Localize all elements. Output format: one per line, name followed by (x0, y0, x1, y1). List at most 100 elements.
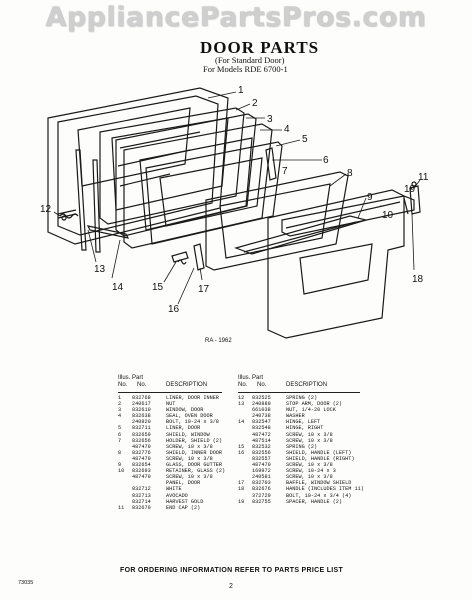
illus-number: 17 (238, 480, 245, 487)
part-number: 832713 (132, 492, 151, 499)
header-illus: Illus. (118, 375, 131, 381)
callout-1: 1 (238, 85, 244, 96)
header-no: No. (118, 382, 128, 388)
callout-7: 7 (282, 166, 288, 177)
callout-9: 9 (367, 192, 373, 203)
door-seal (115, 113, 257, 237)
callout-10: 10 (382, 210, 394, 221)
part-description: SPACER, HANDLE (2) (286, 498, 343, 505)
callout-3: 3 (267, 114, 273, 125)
page-number: 2 (229, 583, 233, 590)
part-number: 832556 (252, 449, 271, 456)
part-number: 169972 (252, 468, 271, 475)
illus-number: 9 (118, 462, 122, 469)
part-number: 832703 (252, 480, 271, 487)
part-number: 240738 (252, 413, 271, 420)
leader-lines (53, 91, 421, 305)
part-description: WASHER (286, 413, 305, 420)
callout-16: 16 (168, 304, 180, 315)
header-description: DESCRIPTION (166, 382, 208, 388)
part-description: HINGE, RIGHT (286, 425, 324, 432)
diagram-reference: RA - 1962 (205, 338, 232, 344)
callout-14: 14 (112, 282, 124, 293)
part-description: HOLDER, SHIELD (2) (166, 437, 223, 444)
part-description: BOLT, 10-24 x 3/8 (166, 419, 219, 426)
illus-number: 15 (238, 443, 245, 450)
part-description: WHITE (166, 486, 182, 493)
part-number: 832755 (252, 498, 271, 505)
part-number: 240889 (252, 401, 271, 408)
header-no2: No. (257, 382, 267, 388)
part-description: SHIELD, WINDOW (166, 431, 210, 438)
right-header-rule (238, 392, 360, 393)
hinge-bars (75, 149, 101, 253)
part-description: SPRING (2) (286, 443, 318, 450)
header-no: No. (238, 382, 248, 388)
illus-number: 4 (118, 413, 122, 420)
part-description: HINGE, LEFT (286, 419, 321, 426)
header-description: DESCRIPTION (286, 382, 328, 388)
part-number: 832656 (132, 437, 151, 444)
exploded-door-diagram: 1 2 3 4 5 6 7 8 9 10 11 12 13 14 15 16 1… (40, 85, 429, 339)
illus-number: 14 (238, 419, 245, 426)
table-row: PANEL, DOOR (116, 480, 227, 486)
part-number: 487470 (132, 474, 151, 481)
part-description: PANEL, DOOR (166, 480, 201, 487)
watermark: AppliancePartsPros.com (45, 2, 427, 33)
part-number: 661038 (252, 407, 271, 414)
part-description: SHIELD, HANDLE (RIGHT) (286, 455, 355, 462)
part-description: BOLT, 10-24 x 3/4 (4) (286, 492, 352, 499)
callout-12: 12 (40, 204, 52, 215)
inner-door-shield (205, 171, 349, 271)
glass-gutter (234, 215, 369, 255)
callout-4: 4 (284, 124, 290, 135)
callout-19: 19 (404, 184, 416, 195)
page-subtitle: (For Standard Door) (215, 55, 285, 65)
table-row: 240738 WASHER (236, 413, 366, 419)
callout-15: 15 (152, 282, 164, 293)
part-number: 487470 (132, 455, 151, 462)
part-number: 487470 (252, 462, 271, 469)
part-number: 832711 (132, 425, 151, 432)
part-number: 832714 (132, 498, 151, 505)
part-number: 487470 (132, 443, 151, 450)
part-number: 240920 (132, 419, 151, 426)
callout-17: 17 (198, 284, 210, 295)
illus-number: 11 (118, 504, 125, 511)
part-description: GLASS, DOOR GUTTER (166, 462, 223, 469)
part-description: NUT (166, 401, 176, 408)
part-description: SPRING (2) (286, 395, 318, 401)
part-number: 832676 (252, 486, 271, 493)
illus-number: 13 (238, 401, 245, 408)
illus-number: 12 (238, 395, 245, 401)
part-description: SEAL, OVEN DOOR (166, 413, 213, 420)
left-table-header: Illus. Part No. No. DESCRIPTION (118, 375, 207, 389)
part-description: END CAP (2) (166, 504, 201, 511)
shield-holder (265, 147, 277, 181)
part-description: HANDLE (INCLUDES ITEM 11) (286, 486, 364, 493)
callout-2: 2 (252, 98, 258, 109)
callout-8: 8 (347, 168, 353, 179)
illus-number: 5 (118, 425, 122, 432)
illus-number: 7 (118, 437, 122, 444)
header-no2: No. (137, 382, 147, 388)
callout-6: 6 (323, 155, 329, 166)
part-description: BAFFLE, WINDOW SHIELD (286, 480, 352, 487)
model-line: For Models RDE 6700-1 (203, 64, 288, 74)
illus-number: 2 (118, 401, 122, 408)
